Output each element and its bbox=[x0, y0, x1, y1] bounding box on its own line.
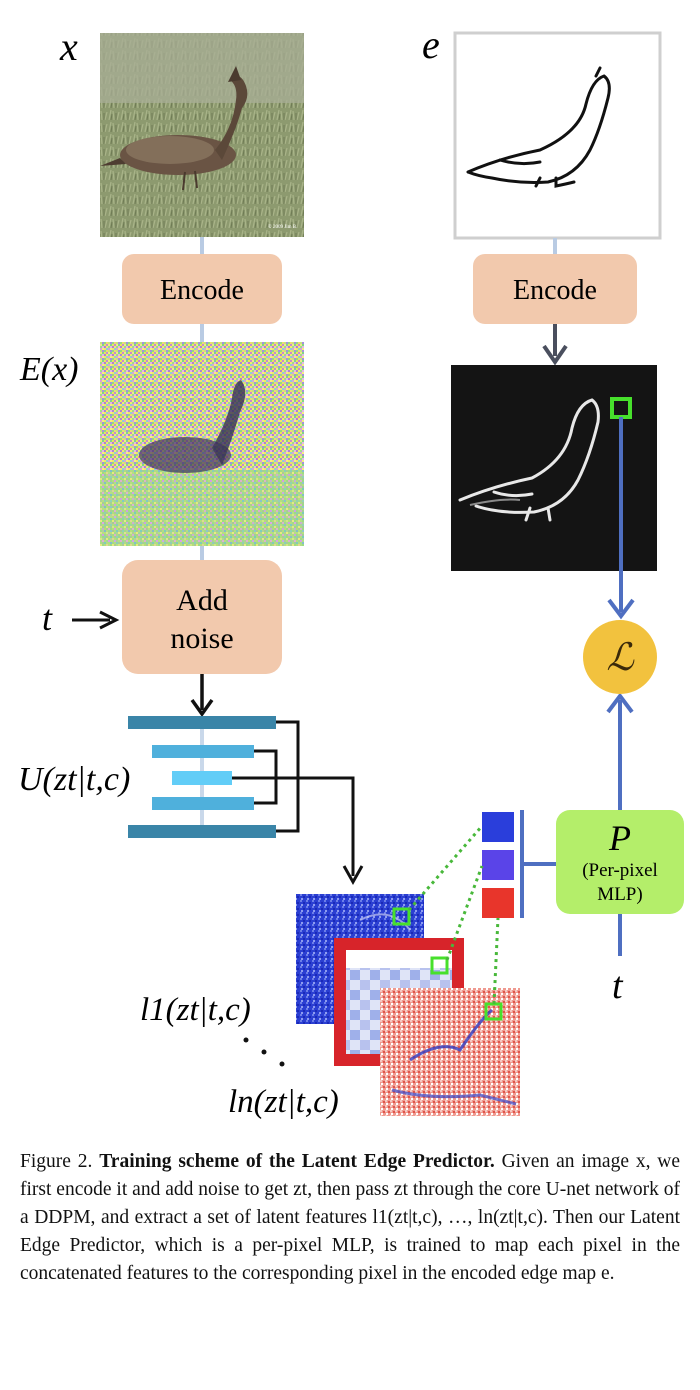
mlp-label-P: P bbox=[608, 818, 631, 858]
caption-prefix: Figure 2. bbox=[20, 1151, 93, 1172]
loss-circle bbox=[583, 620, 657, 694]
vector-cell-2 bbox=[482, 850, 514, 880]
dotted-links bbox=[407, 825, 500, 1005]
bird-latent-icon bbox=[139, 380, 246, 473]
vector-cell-1 bbox=[482, 812, 514, 842]
unet-stack bbox=[128, 716, 300, 838]
label-e: e bbox=[422, 22, 440, 67]
encode-box-right bbox=[473, 254, 637, 324]
mlp-label-line2: MLP) bbox=[597, 884, 642, 905]
mlp-box bbox=[556, 810, 684, 914]
unet-to-features-arrow bbox=[232, 776, 364, 886]
training-scheme-figure: x © 2009 Jim B. Encode E(x) Add noise t bbox=[18, 22, 684, 1120]
label-ln: ln(zt|t,c) bbox=[228, 1084, 339, 1120]
bird-edge-icon bbox=[466, 66, 611, 188]
marker-feature-1 bbox=[392, 907, 411, 926]
label-U: U(zt|t,c) bbox=[18, 761, 130, 798]
label-Ex: E(x) bbox=[19, 351, 79, 388]
encoded-edge-latent bbox=[451, 365, 657, 571]
image-credit: © 2009 Jim B. bbox=[268, 224, 297, 230]
marker-feature-2 bbox=[430, 956, 449, 975]
mlp-label-line1: (Per-pixel bbox=[582, 860, 658, 881]
label-x: x bbox=[59, 24, 78, 69]
unet-layer-2 bbox=[152, 745, 254, 758]
unet-layer-4 bbox=[152, 797, 254, 810]
marker-feature-3 bbox=[484, 1002, 503, 1021]
add-noise-box bbox=[122, 560, 282, 674]
feature-map-3 bbox=[380, 988, 520, 1116]
encode-label-left: Encode bbox=[160, 275, 244, 306]
ellipsis-dots bbox=[243, 1037, 285, 1067]
encode-label-right: Encode bbox=[513, 275, 597, 306]
mlp-to-loss-arrow bbox=[606, 692, 634, 810]
figure-caption: Figure 2. Training scheme of the Latent … bbox=[20, 1148, 680, 1288]
unet-layer-1 bbox=[128, 716, 276, 729]
caption-text: Given an image x, we first encode it and… bbox=[20, 1151, 681, 1284]
unet-layer-3 bbox=[172, 771, 232, 785]
label-l1: l1(zt|t,c) bbox=[140, 992, 251, 1028]
encoded-latent-image bbox=[100, 342, 304, 546]
label-t-output: t bbox=[612, 965, 624, 1007]
vector-cell-3 bbox=[482, 888, 514, 918]
bird-latent-edge-icon bbox=[458, 398, 600, 522]
concat-feature-vector bbox=[482, 812, 514, 918]
caption-title: Training scheme of the Latent Edge Predi… bbox=[99, 1151, 495, 1172]
add-noise-line1: Add bbox=[176, 584, 228, 617]
encode-box-left bbox=[122, 254, 282, 324]
input-image: © 2009 Jim B. bbox=[100, 33, 304, 237]
edge-latent-to-loss-arrow bbox=[607, 417, 635, 620]
vector-to-mlp-connector bbox=[520, 810, 560, 918]
loss-symbol: ℒ bbox=[606, 637, 635, 679]
bird-photo-icon bbox=[100, 66, 248, 191]
noise-to-unet-arrow bbox=[190, 674, 214, 718]
label-t-input: t bbox=[42, 598, 53, 638]
add-noise-line2: noise bbox=[170, 622, 233, 655]
edge-map-image bbox=[453, 31, 662, 240]
unet-layer-5 bbox=[128, 825, 276, 838]
t-input-arrow bbox=[72, 610, 120, 630]
encode-to-edge-latent-arrow bbox=[542, 324, 568, 366]
